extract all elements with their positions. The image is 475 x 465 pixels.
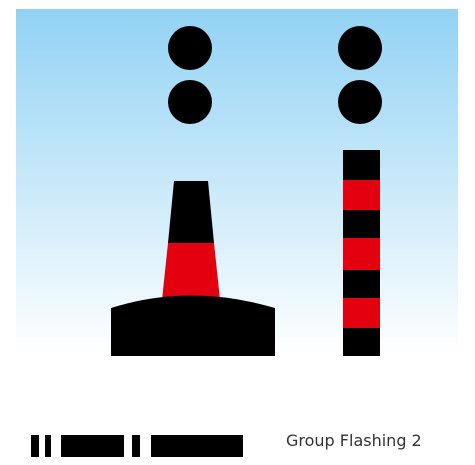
spar-red-band-2	[343, 238, 380, 270]
light-bar-light-segment	[140, 435, 151, 457]
right-topmark-upper-sphere	[338, 26, 382, 70]
spar-black-band-2	[343, 210, 380, 238]
light-bar-dark-segment	[31, 435, 39, 457]
light-bar-dark-segment	[132, 435, 140, 457]
left-topmark-upper-sphere	[168, 26, 212, 70]
light-bar-light-segment	[124, 435, 132, 457]
light-bar-dark-segment	[61, 435, 124, 457]
light-character-bar	[31, 435, 243, 457]
light-character-label: Group Flashing 2	[286, 431, 422, 450]
spar-red-band-3	[343, 298, 380, 328]
right-topmark-lower-sphere	[338, 80, 382, 124]
spar-black-band-3	[343, 270, 380, 298]
left-buoy-red-band	[162, 243, 220, 300]
light-bar-light-segment	[51, 435, 61, 457]
light-bar-dark-segment	[151, 435, 243, 457]
left-buoy-top-black-section	[168, 181, 214, 243]
left-buoy-base	[111, 296, 275, 357]
light-bar-light-segment	[39, 435, 45, 457]
left-topmark-lower-sphere	[168, 80, 212, 124]
spar-black-band-1	[343, 150, 380, 180]
spar-black-band-4	[343, 328, 380, 356]
spar-red-band-1	[343, 180, 380, 210]
light-bar-dark-segment	[45, 435, 51, 457]
